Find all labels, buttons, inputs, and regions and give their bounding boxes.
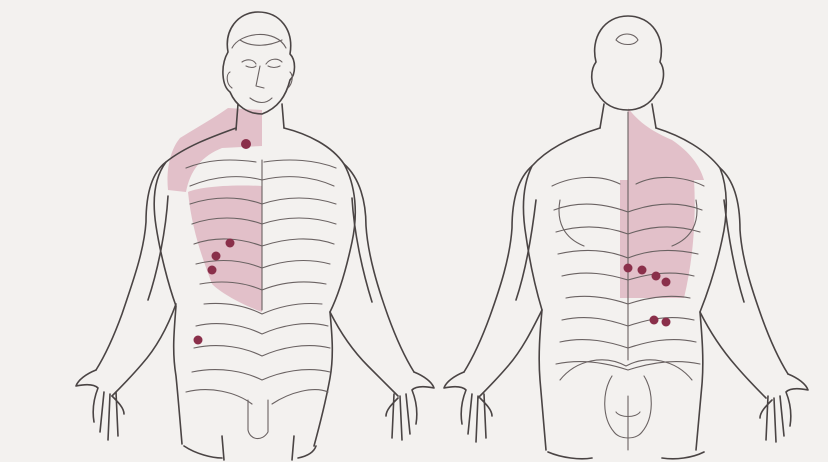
anterior-hair-line [232, 34, 286, 48]
trigger-point-posterior-5 [650, 316, 659, 325]
posterior-legs [548, 452, 704, 459]
anterior-figure [76, 12, 434, 460]
anterior-head-outline [223, 12, 295, 114]
anterior-clavicles [186, 160, 336, 168]
posterior-right-hand [760, 374, 808, 442]
trigger-point-anterior-chest-3 [208, 266, 217, 275]
anterior-legs [184, 436, 316, 460]
pain-zone-anterior-chest [188, 185, 262, 312]
trigger-point-anterior-abdomen [194, 336, 203, 345]
trigger-point-posterior-3 [652, 272, 661, 281]
anterior-right-arm [96, 162, 176, 396]
trigger-point-posterior-2 [638, 266, 647, 275]
trigger-point-posterior-4 [662, 278, 671, 287]
anterior-right-hand [76, 370, 124, 440]
posterior-figure [444, 16, 808, 459]
posterior-left-hand [444, 372, 492, 442]
anterior-face-features [227, 59, 292, 102]
posterior-right-arm [700, 168, 788, 398]
anterior-left-hand [386, 372, 434, 440]
posterior-head-outline [592, 16, 664, 110]
posterior-gluteal-region [560, 360, 692, 450]
pain-zone-anterior-neck-shoulder [168, 108, 263, 192]
trigger-point-anterior-shoulder [241, 139, 251, 149]
trigger-point-anterior-chest-2 [212, 252, 221, 261]
trigger-point-posterior-6 [662, 318, 671, 327]
posterior-left-arm [464, 166, 542, 398]
anterior-pelvis [186, 390, 328, 439]
posterior-hair-whorl [616, 34, 638, 45]
trigger-point-anterior-chest-1 [226, 239, 235, 248]
trigger-point-posterior-1 [624, 264, 633, 273]
